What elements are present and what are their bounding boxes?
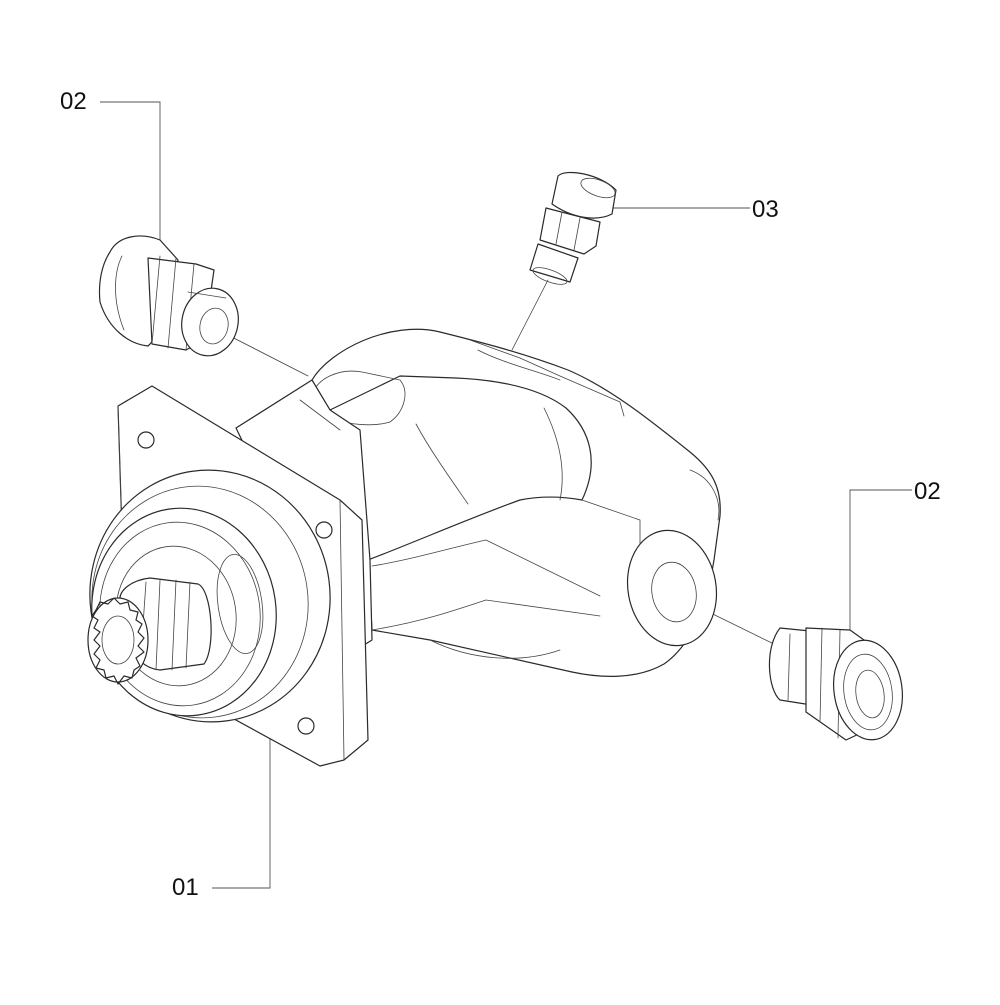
- leader-fitting-right: [849, 489, 912, 660]
- axis-top-port: [511, 279, 549, 351]
- spline-gear-face: [87, 597, 149, 685]
- fitting-top-right: [529, 171, 617, 285]
- fitting-top-left: [98, 235, 239, 357]
- flange-bolt-hole: [137, 431, 155, 449]
- leader-motor-body: [212, 712, 271, 889]
- callout-label-fitting-top-right: 03: [752, 196, 779, 223]
- callout-label-fitting-top-left: 02: [60, 88, 87, 115]
- flange-bolt-hole: [297, 717, 315, 735]
- callout-label-motor-body: 01: [172, 874, 199, 901]
- fitting-right: [768, 627, 903, 741]
- callout-label-fitting-right: 02: [914, 478, 941, 505]
- axis-left-port: [221, 331, 309, 377]
- motor-body: [87, 328, 721, 767]
- leader-fitting-top-left: [100, 101, 161, 268]
- flange-bolt-hole: [315, 521, 333, 539]
